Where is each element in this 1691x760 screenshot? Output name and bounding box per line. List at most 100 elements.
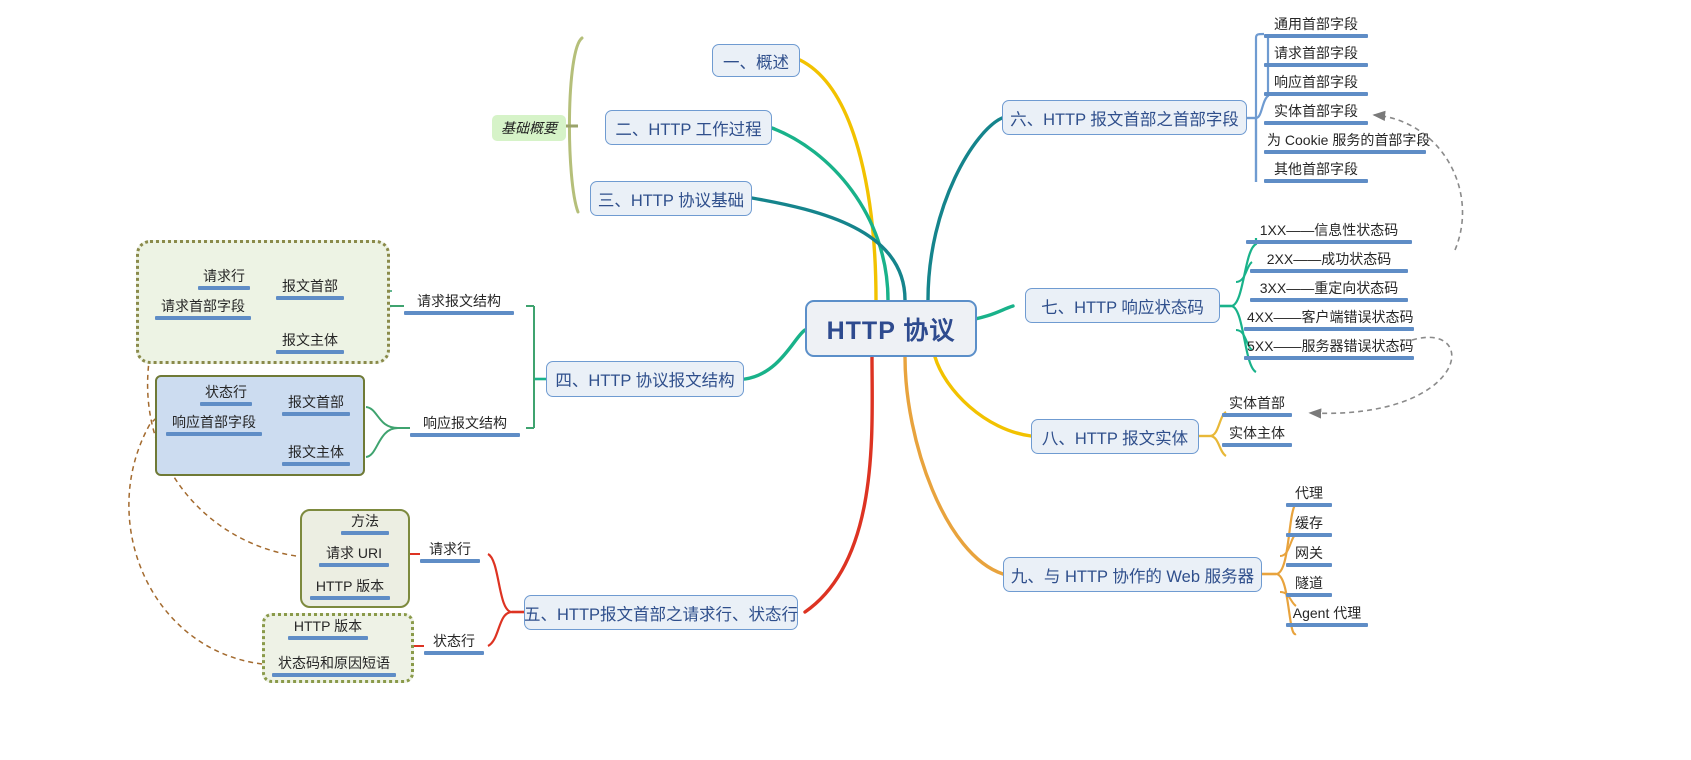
leaf-label: 网关 xyxy=(1295,545,1323,561)
branch-9-label: 九、与 HTTP 协作的 Web 服务器 xyxy=(1010,567,1255,586)
leaf-underline xyxy=(1264,150,1426,154)
leaf-label: 方法 xyxy=(351,513,379,529)
leaf-label: 实体主体 xyxy=(1229,425,1285,441)
leaf-label: 为 Cookie 服务的首部字段 xyxy=(1267,132,1431,148)
leaf-label: 报文首部 xyxy=(282,278,338,294)
leaf-underline xyxy=(200,402,252,406)
branch-1-label: 一、概述 xyxy=(723,53,789,72)
branch-8-label: 八、HTTP 报文实体 xyxy=(1041,429,1189,448)
leaf-label: 状态行 xyxy=(433,633,475,649)
leaf-underline xyxy=(319,563,389,567)
branch-7-label: 七、HTTP 响应状态码 xyxy=(1041,298,1204,317)
leaf-status-1xx[interactable]: 1XX——信息性状态码 xyxy=(1246,222,1412,244)
leaf-request-message-header[interactable]: 报文首部 xyxy=(276,278,344,300)
request-line-detail-group xyxy=(300,509,410,608)
branch-7-status-codes[interactable]: 七、HTTP 响应状态码 xyxy=(1025,288,1220,323)
leaf-underline xyxy=(1222,443,1292,447)
leaf-status-http-version[interactable]: HTTP 版本 xyxy=(288,618,368,640)
leaf-label: 实体首部字段 xyxy=(1274,103,1358,119)
leaf-label: 1XX——信息性状态码 xyxy=(1259,222,1399,238)
leaf-status-3xx[interactable]: 3XX——重定向状态码 xyxy=(1250,280,1408,302)
leaf-label: HTTP 版本 xyxy=(315,578,385,594)
leaf-underline xyxy=(276,296,344,300)
branch-2-workflow[interactable]: 二、HTTP 工作过程 xyxy=(605,110,772,145)
branch-9-web-servers[interactable]: 九、与 HTTP 协作的 Web 服务器 xyxy=(1003,557,1262,592)
leaf-underline xyxy=(288,636,368,640)
leaf-server-agent[interactable]: Agent 代理 xyxy=(1286,605,1368,627)
leaf-header-field-entity[interactable]: 实体首部字段 xyxy=(1264,103,1368,125)
leaf-underline xyxy=(166,432,262,436)
leaf-underline xyxy=(282,412,350,416)
branch-5-request-status-line[interactable]: 五、HTTP报文首部之请求行、状态行 xyxy=(524,595,798,630)
leaf-underline xyxy=(1264,63,1368,67)
leaf-underline xyxy=(1286,533,1332,537)
leaf-header-field-request[interactable]: 请求首部字段 xyxy=(1264,45,1368,67)
leaf-underline xyxy=(410,433,520,437)
leaf-underline xyxy=(424,651,484,655)
leaf-underline xyxy=(1286,593,1332,597)
branch-3-label: 三、HTTP 协议基础 xyxy=(597,191,745,210)
leaf-response-header-fields[interactable]: 响应首部字段 xyxy=(166,414,262,436)
status-line-detail-group xyxy=(262,613,414,683)
leaf-server-gateway[interactable]: 网关 xyxy=(1286,545,1332,567)
leaf-label: 实体首部 xyxy=(1229,395,1285,411)
leaf-request-message-structure[interactable]: 请求报文结构 xyxy=(404,293,514,315)
leaf-label: 请求行 xyxy=(429,541,471,557)
leaf-response-message-body[interactable]: 报文主体 xyxy=(282,444,350,466)
leaf-status-line-title[interactable]: 状态行 xyxy=(424,633,484,655)
leaf-header-field-cookie[interactable]: 为 Cookie 服务的首部字段 xyxy=(1264,132,1431,154)
leaf-response-message-structure[interactable]: 响应报文结构 xyxy=(410,415,520,437)
leaf-request-header-fields[interactable]: 请求首部字段 xyxy=(155,298,251,320)
leaf-status-line[interactable]: 状态行 xyxy=(200,384,252,406)
leaf-label: 报文首部 xyxy=(288,394,344,410)
leaf-entity-body[interactable]: 实体主体 xyxy=(1222,425,1292,447)
branch-8-message-entity[interactable]: 八、HTTP 报文实体 xyxy=(1031,419,1199,454)
branch-6-header-fields[interactable]: 六、HTTP 报文首部之首部字段 xyxy=(1002,100,1247,135)
leaf-underline xyxy=(272,673,396,677)
leaf-request-line-title[interactable]: 请求行 xyxy=(420,541,480,563)
branch-2-label: 二、HTTP 工作过程 xyxy=(615,120,762,139)
leaf-label: 请求 URI xyxy=(326,545,382,561)
leaf-underline xyxy=(155,316,251,320)
leaf-request-method[interactable]: 方法 xyxy=(341,513,389,535)
leaf-underline xyxy=(198,286,250,290)
leaf-label: 请求行 xyxy=(203,268,245,284)
leaf-request-http-version[interactable]: HTTP 版本 xyxy=(310,578,390,600)
leaf-underline xyxy=(310,596,390,600)
leaf-underline xyxy=(1222,413,1292,417)
leaf-entity-header[interactable]: 实体首部 xyxy=(1222,395,1292,417)
leaf-server-proxy[interactable]: 代理 xyxy=(1286,485,1332,507)
leaf-label: 状态行 xyxy=(205,384,247,400)
leaf-request-message-body[interactable]: 报文主体 xyxy=(276,332,344,354)
leaf-label: 响应报文结构 xyxy=(423,415,507,431)
leaf-underline xyxy=(1286,623,1368,627)
leaf-server-cache[interactable]: 缓存 xyxy=(1286,515,1332,537)
branch-4-message-structure[interactable]: 四、HTTP 协议报文结构 xyxy=(546,361,744,397)
root-node[interactable]: HTTP 协议 xyxy=(805,300,977,357)
branch-5-label: 五、HTTP报文首部之请求行、状态行 xyxy=(523,605,799,624)
leaf-underline xyxy=(276,350,344,354)
leaf-label: 2XX——成功状态码 xyxy=(1266,251,1392,267)
leaf-label: 通用首部字段 xyxy=(1274,16,1358,32)
leaf-status-code-reason[interactable]: 状态码和原因短语 xyxy=(272,655,396,677)
leaf-underline xyxy=(1286,503,1332,507)
leaf-request-uri[interactable]: 请求 URI xyxy=(319,545,389,567)
leaf-status-5xx[interactable]: 5XX——服务器错误状态码 xyxy=(1244,338,1414,360)
leaf-underline xyxy=(282,462,350,466)
leaf-underline xyxy=(1264,92,1368,96)
branch-1-overview[interactable]: 一、概述 xyxy=(712,44,800,77)
leaf-header-field-other[interactable]: 其他首部字段 xyxy=(1264,161,1368,183)
leaf-response-message-header[interactable]: 报文首部 xyxy=(282,394,350,416)
leaf-request-line[interactable]: 请求行 xyxy=(198,268,250,290)
leaf-label: 响应首部字段 xyxy=(172,414,256,430)
leaf-status-4xx[interactable]: 4XX——客户端错误状态码 xyxy=(1244,309,1414,331)
leaf-header-field-general[interactable]: 通用首部字段 xyxy=(1264,16,1368,38)
leaf-label: 5XX——服务器错误状态码 xyxy=(1247,338,1414,354)
branch-3-basics[interactable]: 三、HTTP 协议基础 xyxy=(590,181,752,216)
leaf-header-field-response[interactable]: 响应首部字段 xyxy=(1264,74,1368,96)
leaf-status-2xx[interactable]: 2XX——成功状态码 xyxy=(1250,251,1408,273)
request-structure-group xyxy=(136,240,390,364)
leaf-underline xyxy=(341,531,389,535)
leaf-server-tunnel[interactable]: 隧道 xyxy=(1286,575,1332,597)
